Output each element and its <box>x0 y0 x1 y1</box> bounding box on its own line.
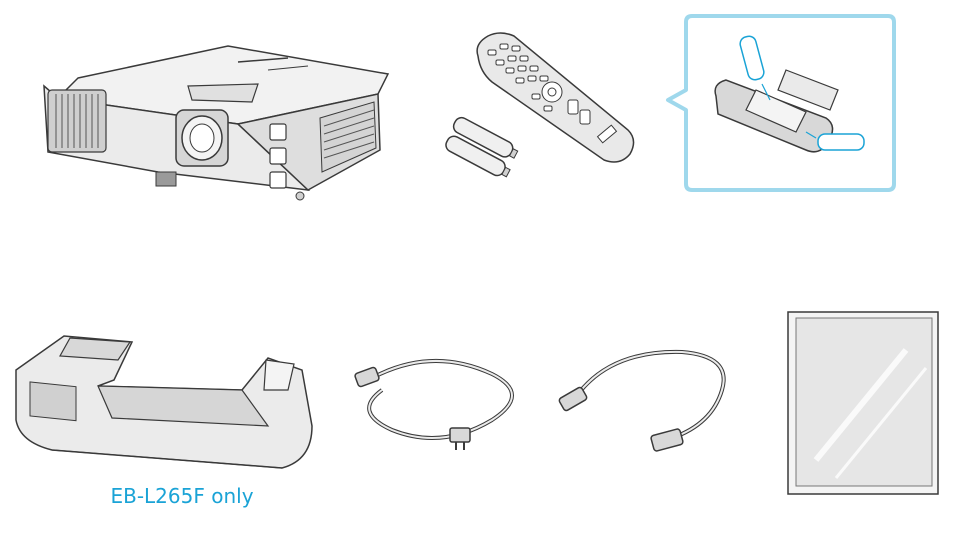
cable-cover-icon <box>12 330 322 480</box>
caption-eb-l265f-only: EB-L265F only <box>110 484 254 508</box>
remote-control-icon <box>470 30 640 170</box>
power-cord-icon <box>352 350 522 470</box>
battery-icon <box>442 116 532 180</box>
hdmi-cable-icon <box>552 346 732 466</box>
projector-icon <box>38 40 408 210</box>
battery-install-icon <box>666 14 898 194</box>
document-bag-icon <box>786 310 942 500</box>
